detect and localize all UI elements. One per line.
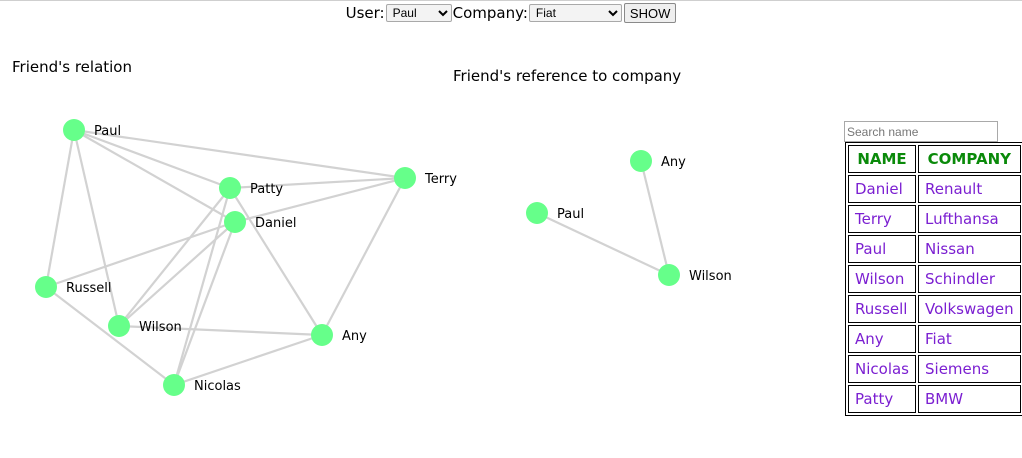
- friends-node-paul[interactable]: [63, 119, 85, 141]
- friends-node-patty[interactable]: [219, 177, 241, 199]
- table-cell-company: Lufthansa: [918, 205, 1021, 233]
- friends-edge: [172, 221, 237, 386]
- friends-edge: [229, 176, 406, 190]
- table-cell-name: Daniel: [848, 175, 916, 203]
- company-edge: [639, 160, 671, 276]
- toolbar: User: Paul Company: Fiat SHOW: [0, 3, 1022, 23]
- table-cell-name: Patty: [848, 385, 916, 413]
- friends-edge: [118, 187, 231, 327]
- friends-edge: [73, 128, 231, 190]
- table-cell-company: Nissan: [918, 235, 1021, 263]
- table-cell-company: Fiat: [918, 325, 1021, 353]
- friends-node-wilson[interactable]: [108, 315, 130, 337]
- table-cell-name: Any: [848, 325, 916, 353]
- company-label: Company:: [452, 4, 528, 22]
- company-node-label: Paul: [557, 207, 584, 222]
- company-select[interactable]: Fiat: [528, 4, 622, 22]
- user-select[interactable]: Paul: [385, 4, 452, 22]
- table-cell-name: Terry: [848, 205, 916, 233]
- friends-edge: [173, 333, 323, 387]
- company-graph-title: Friend's reference to company: [453, 67, 682, 85]
- friends-node-label: Daniel: [255, 216, 296, 231]
- friends-node-label: Paul: [94, 124, 121, 139]
- table-header-row: NAME COMPANY: [848, 145, 1021, 173]
- table-cell-name: Russell: [848, 295, 916, 323]
- friends-node-label: Wilson: [139, 320, 182, 335]
- friends-node-label: Nicolas: [194, 379, 241, 394]
- friends-graph-edges: [44, 128, 406, 387]
- table-cell-company: Volkswagen: [918, 295, 1021, 323]
- company-graph-edges: [536, 160, 671, 276]
- column-header-company: COMPANY: [918, 145, 1021, 173]
- friends-node-terry[interactable]: [394, 167, 416, 189]
- search-input[interactable]: [844, 121, 998, 142]
- friends-edge: [321, 177, 406, 336]
- friends-edge: [118, 221, 236, 327]
- company-edge: [536, 212, 670, 276]
- friends-edge: [118, 324, 323, 337]
- column-header-name: NAME: [848, 145, 916, 173]
- friends-node-nicolas[interactable]: [163, 374, 185, 396]
- friends-edge: [73, 129, 236, 223]
- company-node-any[interactable]: [630, 150, 652, 172]
- friends-edge: [234, 176, 406, 224]
- company-node-label: Wilson: [689, 269, 732, 284]
- friends-graph-title: Friend's relation: [12, 58, 132, 76]
- friends-node-russell[interactable]: [35, 276, 57, 298]
- table-cell-company: Siemens: [918, 355, 1021, 383]
- company-node-paul[interactable]: [526, 202, 548, 224]
- table-cell-company: BMW: [918, 385, 1021, 413]
- friends-edge: [44, 129, 76, 288]
- friends-node-label: Any: [342, 329, 367, 344]
- friends-edge: [72, 129, 121, 327]
- friends-node-any[interactable]: [311, 324, 333, 346]
- friends-edge: [172, 187, 232, 386]
- table-cell-name: Paul: [848, 235, 916, 263]
- table-cell-company: Schindler: [918, 265, 1021, 293]
- table-cell-name: Nicolas: [848, 355, 916, 383]
- friends-edge: [45, 220, 236, 289]
- friends-edge: [45, 286, 175, 386]
- company-node-label: Any: [661, 155, 686, 170]
- table-cell-company: Renault: [918, 175, 1021, 203]
- show-button[interactable]: SHOW: [623, 3, 677, 23]
- friends-node-label: Patty: [250, 182, 283, 197]
- friends-node-label: Terry: [424, 172, 457, 187]
- graph-canvas: PaulPattyDanielTerryRussellWilsonAnyNico…: [35, 119, 732, 396]
- company-node-wilson[interactable]: [658, 264, 680, 286]
- friends-node-label: Russell: [66, 281, 111, 296]
- table-cell-name: Wilson: [848, 265, 916, 293]
- friends-edge: [229, 187, 323, 336]
- friends-node-daniel[interactable]: [224, 211, 246, 233]
- user-label: User:: [345, 4, 385, 22]
- friends-edge: [73, 128, 406, 180]
